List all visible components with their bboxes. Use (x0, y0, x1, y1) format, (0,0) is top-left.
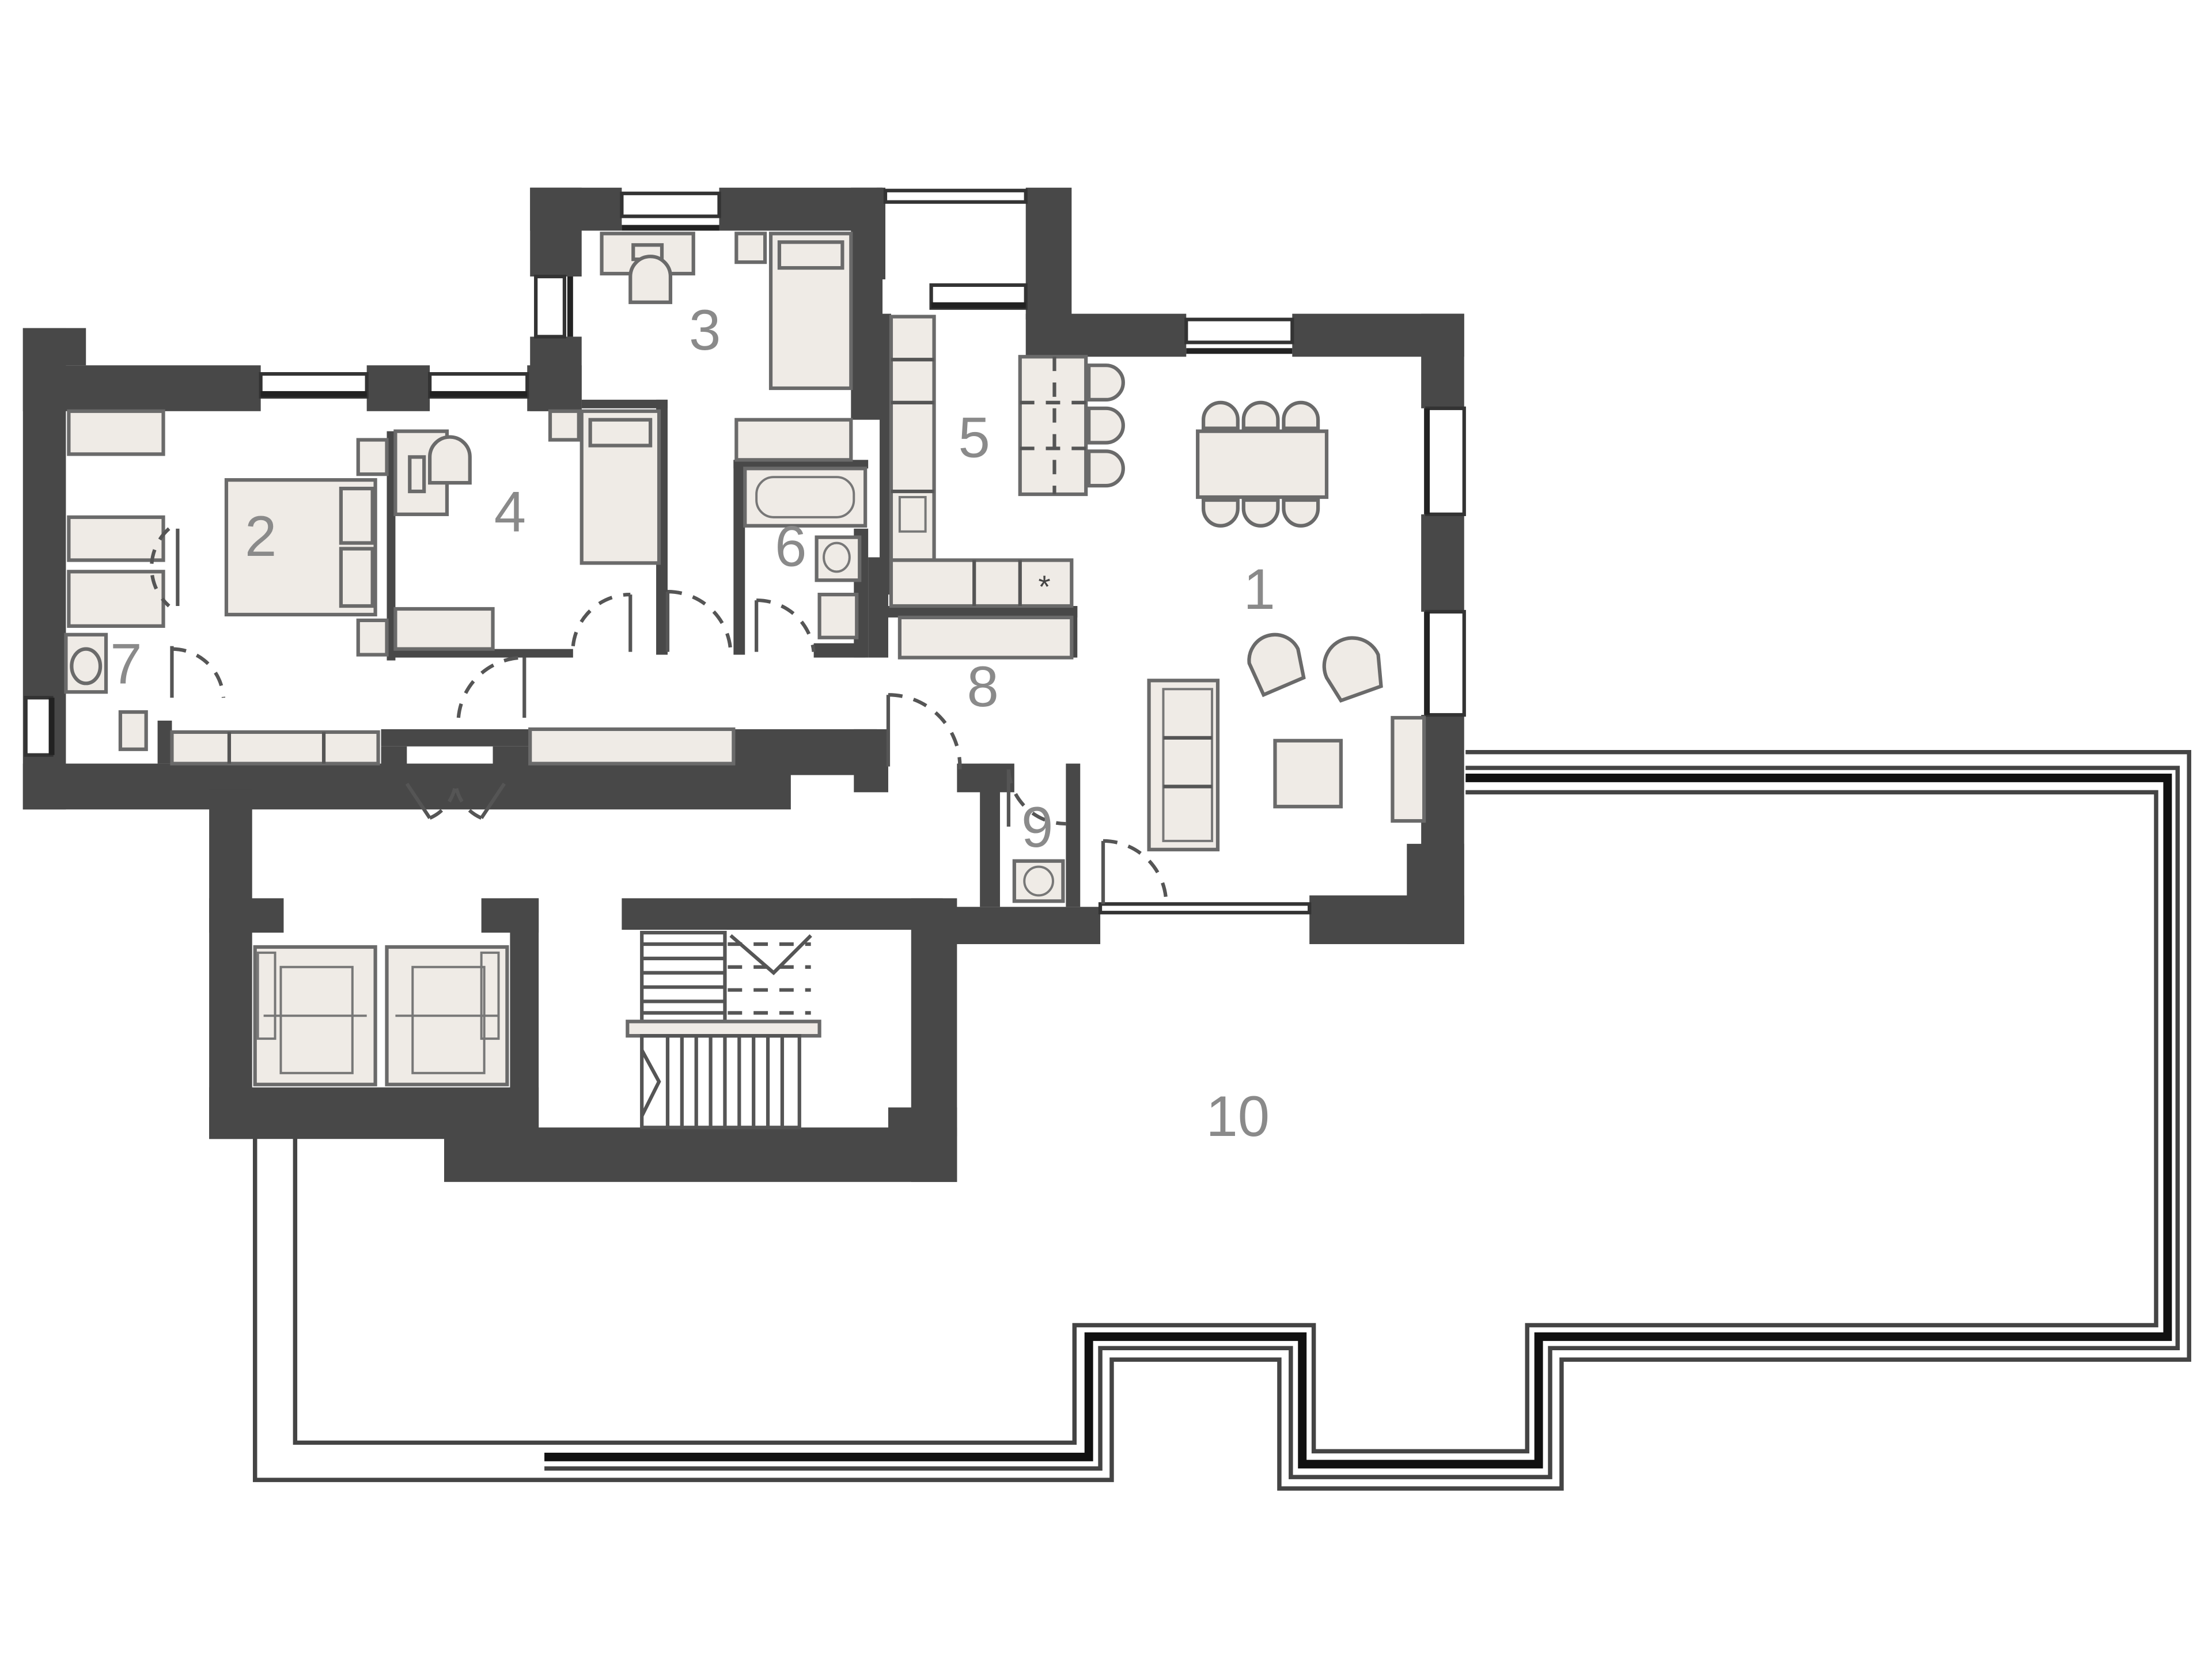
kitchen-counter (889, 315, 936, 562)
room-label-2: 2 (245, 505, 276, 569)
room-label-9: 9 (1021, 796, 1053, 859)
sofa (1147, 679, 1220, 851)
armchair-icon (1247, 632, 1306, 698)
stool-icon (1087, 363, 1125, 402)
stool-icon (1087, 449, 1125, 488)
elevators (253, 945, 509, 1086)
room-label-5: 5 (959, 406, 990, 469)
room-labels: 1 2 3 4 5 6 7 8 9 10 * (110, 298, 1275, 1149)
shower (67, 570, 165, 628)
cabinet (897, 615, 1074, 660)
chair-icon (1282, 400, 1320, 430)
wardrobe (393, 607, 495, 651)
room-4-furniture (393, 409, 661, 651)
dining-table (1196, 429, 1329, 499)
nightstand (356, 618, 389, 657)
tv-unit (1391, 715, 1426, 823)
chair-icon (1282, 498, 1320, 528)
room-label-8: 8 (967, 655, 998, 719)
wardrobe (67, 409, 165, 456)
bathroom-6-furniture (743, 467, 868, 639)
stool-icon (1087, 406, 1125, 445)
terrace-outline (252, 749, 2191, 1491)
bathroom-7-furniture (64, 632, 148, 751)
chair-icon (1202, 498, 1240, 528)
chair-icon (1241, 498, 1280, 528)
doors (150, 527, 1168, 904)
nightstand (734, 232, 767, 264)
room-3-furniture (600, 232, 853, 462)
room-label-6: 6 (775, 514, 806, 578)
chair-icon (1241, 400, 1280, 430)
toilet-icon (817, 593, 859, 639)
nightstand (548, 409, 581, 442)
sink-icon (70, 647, 103, 685)
kitchen-5-furniture (889, 315, 1125, 660)
room-label-4: 4 (494, 480, 526, 544)
room-9-furniture (1012, 859, 1065, 903)
room-label-10: 10 (1206, 1085, 1270, 1149)
chair-icon (428, 435, 472, 485)
chair-icon (1202, 400, 1240, 430)
wardrobe (67, 515, 165, 562)
hallway-cabinet (528, 727, 736, 766)
staircase (626, 930, 821, 1130)
wall-cabinet (170, 730, 380, 766)
living-1-furniture (1147, 400, 1426, 851)
chair-icon (628, 255, 673, 304)
wardrobe (734, 418, 853, 462)
room-label-1: 1 (1243, 558, 1275, 622)
coffee-table (1273, 738, 1343, 809)
nightstand (356, 438, 389, 476)
bedroom-2-furniture (67, 409, 389, 766)
fridge-symbol: * (1038, 569, 1050, 604)
kitchen-counter (889, 558, 1074, 608)
room-label-3: 3 (689, 298, 721, 362)
exterior-walls (22, 187, 1464, 1182)
toilet-icon (118, 710, 148, 751)
room-label-7: 7 (110, 632, 142, 696)
armchair-icon (1322, 636, 1383, 703)
windows (24, 188, 1466, 915)
